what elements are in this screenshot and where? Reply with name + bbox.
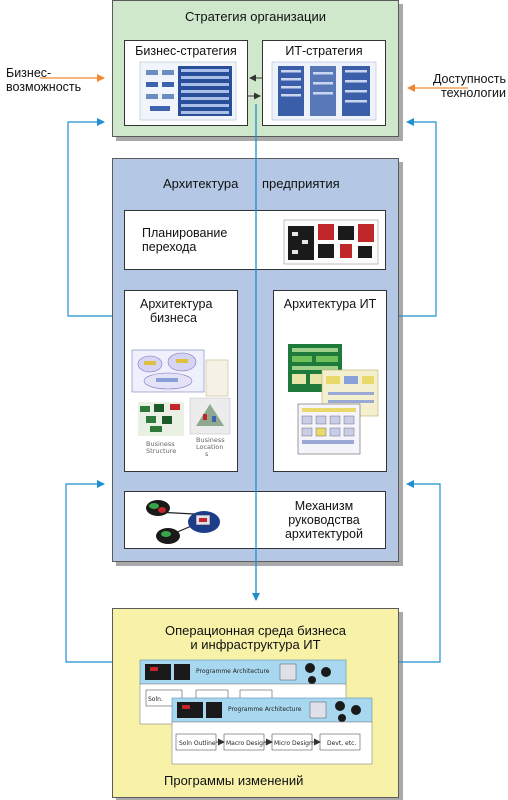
governance-thumbnail xyxy=(146,500,220,544)
enterprise-title-a: Архитектура xyxy=(163,176,239,191)
it-architecture-label: Архитектура ИТ xyxy=(283,297,377,311)
technology-availability-label-2: технологии xyxy=(440,86,506,100)
ops-title-1: Операционная среда бизнеса xyxy=(165,623,346,638)
step-2: Macro Design xyxy=(226,740,267,747)
thumb-label-a2: Structure xyxy=(146,447,176,455)
left-feedback-arrow xyxy=(67,118,112,317)
transition-planning-label-2: перехода xyxy=(142,240,197,254)
it-strategy-thumbnail xyxy=(271,61,377,121)
business-opportunity-label-2: возможность xyxy=(6,80,82,94)
programme-card-back-title: Programme Architecture xyxy=(196,668,270,675)
programme-card-back-first: Soln. xyxy=(148,696,163,703)
programme-cards xyxy=(139,659,373,765)
governance-label-1: Механизм xyxy=(294,499,354,513)
thumb-label-a1: Business xyxy=(146,440,175,448)
business-architecture-label-2: бизнеса xyxy=(150,311,197,325)
step-3: Micro Design xyxy=(274,740,313,747)
it-architecture-thumbnail xyxy=(288,344,379,455)
enterprise-title-b: предприятия xyxy=(262,176,340,191)
thumb-label-b2: Location xyxy=(196,443,224,451)
step-4: Devt, etc. xyxy=(327,740,356,747)
transition-planning-thumbnail xyxy=(283,219,379,265)
it-strategy-label: ИТ-стратегия xyxy=(285,44,363,58)
change-programmes-label: Программы изменений xyxy=(164,773,304,788)
thumb-label-b3: s xyxy=(205,450,209,458)
strategy-title: Стратегия организации xyxy=(185,9,326,24)
right-ops-feedback-arrow xyxy=(399,480,441,663)
business-strategy-label: Бизнес-стратегия xyxy=(135,44,237,58)
left-ops-feedback-arrow xyxy=(65,480,112,663)
transition-planning-label-1: Планирование xyxy=(142,226,228,240)
thumb-label-b1: Business xyxy=(196,436,225,444)
business-opportunity-label-1: Бизнес- xyxy=(6,66,52,80)
ops-title-2: и инфраструктура ИТ xyxy=(190,637,321,652)
governance-label-3: архитектурой xyxy=(284,527,363,541)
step-1: Soln Outline xyxy=(179,740,216,747)
right-feedback-arrow xyxy=(399,118,437,317)
business-architecture-thumbnail xyxy=(131,349,231,436)
business-architecture-label-1: Архитектура xyxy=(140,297,213,311)
programme-card-front-title: Programme Architecture xyxy=(228,706,302,713)
technology-availability-label-1: Доступность xyxy=(432,72,506,86)
governance-label-2: руководства xyxy=(288,513,360,527)
business-strategy-thumbnail xyxy=(139,61,237,121)
